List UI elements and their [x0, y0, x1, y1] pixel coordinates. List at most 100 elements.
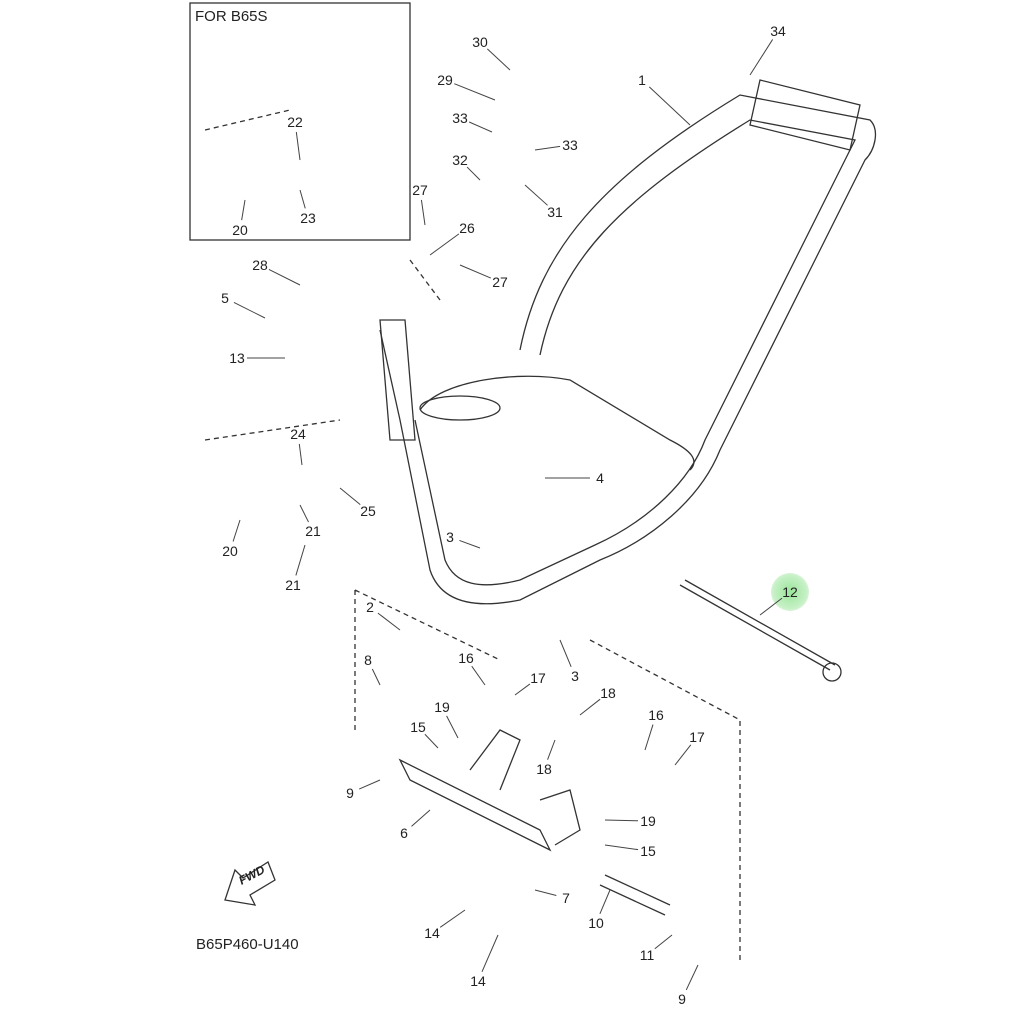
- callout-7: 7: [562, 890, 570, 906]
- leader-line-16: [471, 665, 486, 686]
- leader-line-26: [429, 233, 460, 256]
- leader-line-20: [241, 199, 246, 221]
- leader-line-25: [339, 487, 361, 506]
- leader-line-31: [524, 184, 548, 206]
- leader-line-24: [298, 443, 303, 466]
- callout-33: 33: [452, 110, 468, 126]
- leader-line-6: [411, 809, 431, 827]
- head-pipe: [379, 319, 416, 441]
- inset-title: FOR B65S: [195, 8, 268, 25]
- callout-5: 5: [221, 290, 229, 306]
- leader-line-29: [454, 83, 496, 101]
- callout-33: 33: [562, 137, 578, 153]
- leader-line-8: [371, 668, 381, 686]
- callout-34: 34: [770, 23, 786, 39]
- callout-20: 20: [232, 222, 248, 238]
- callout-21: 21: [305, 523, 321, 539]
- callout-1: 1: [638, 72, 646, 88]
- leader-line-32: [466, 166, 481, 181]
- leader-line-5: [233, 302, 266, 319]
- callout-10: 10: [588, 915, 604, 931]
- callout-19: 19: [434, 699, 450, 715]
- leader-line-3: [559, 639, 572, 667]
- drawing-code: B65P460-U140: [196, 936, 299, 953]
- callout-16: 16: [458, 650, 474, 666]
- callout-22: 22: [287, 114, 303, 130]
- leader-line-20: [232, 519, 241, 542]
- leader-line-12: [759, 597, 783, 616]
- callout-8: 8: [364, 652, 372, 668]
- callout-19: 19: [640, 813, 656, 829]
- frame-main-tube: [379, 94, 877, 605]
- fwd-arrow-icon: [224, 861, 276, 906]
- collar-10: [599, 874, 671, 916]
- leader-line-14: [481, 934, 499, 973]
- leader-line-30: [486, 48, 511, 71]
- callout-24: 24: [290, 426, 306, 442]
- leader-line-18: [579, 698, 601, 716]
- leader-line-17: [674, 744, 692, 766]
- callout-13: 13: [229, 350, 245, 366]
- inset-box: [189, 2, 411, 241]
- leader-line-27: [459, 264, 491, 279]
- leader-line-10: [599, 889, 611, 914]
- leader-line-21: [295, 544, 306, 576]
- leader-line-33: [534, 145, 561, 151]
- callout-11: 11: [639, 947, 655, 963]
- leader-line-27: [420, 199, 426, 226]
- callout-27: 27: [412, 182, 428, 198]
- callout-9: 9: [678, 991, 686, 1007]
- callout-15: 15: [640, 843, 656, 859]
- callout-3: 3: [571, 668, 579, 684]
- engine-mount-6: [398, 758, 552, 852]
- leader-line-2: [377, 612, 401, 631]
- callout-26: 26: [459, 220, 475, 236]
- leader-line-11: [654, 934, 673, 950]
- leader-line-16: [644, 724, 654, 751]
- callout-30: 30: [472, 34, 488, 50]
- leader-line-22: [295, 131, 301, 161]
- callout-4: 4: [596, 470, 604, 486]
- leader-line-9: [685, 964, 699, 991]
- leader-line-21: [299, 504, 309, 523]
- callout-25: 25: [360, 503, 376, 519]
- leader-line-23: [299, 189, 306, 209]
- callout-21: 21: [285, 577, 301, 593]
- callout-17: 17: [530, 670, 546, 686]
- leader-line-19: [446, 715, 459, 739]
- leader-line-18: [547, 739, 556, 760]
- leader-line-14: [439, 909, 466, 928]
- leader-line-17: [514, 683, 531, 696]
- callout-29: 29: [437, 72, 453, 88]
- callout-6: 6: [400, 825, 408, 841]
- leader-line-9: [358, 779, 381, 790]
- callout-17: 17: [689, 729, 705, 745]
- callout-16: 16: [648, 707, 664, 723]
- rear-bracket: [749, 79, 861, 151]
- leader-line-15: [424, 733, 439, 749]
- callout-28: 28: [252, 257, 268, 273]
- leader-line-19: [604, 819, 639, 822]
- leader-line-34: [749, 39, 774, 76]
- leader-line-3: [459, 539, 481, 549]
- callout-31: 31: [547, 204, 563, 220]
- callout-20: 20: [222, 543, 238, 559]
- callout-2: 2: [366, 599, 374, 615]
- callout-14: 14: [470, 973, 486, 989]
- callout-15: 15: [410, 719, 426, 735]
- leader-line-33: [468, 121, 493, 133]
- callout-23: 23: [300, 210, 316, 226]
- callout-18: 18: [600, 685, 616, 701]
- pivot-bolt-12: [679, 579, 836, 671]
- leader-line-28: [268, 269, 301, 286]
- callout-12: 12: [782, 584, 798, 600]
- callout-3: 3: [446, 529, 454, 545]
- leader-line-1: [648, 86, 691, 126]
- leader-line-15: [604, 844, 639, 851]
- callout-32: 32: [452, 152, 468, 168]
- callout-18: 18: [536, 761, 552, 777]
- highlight-marker-12: [771, 573, 809, 611]
- callout-14: 14: [424, 925, 440, 941]
